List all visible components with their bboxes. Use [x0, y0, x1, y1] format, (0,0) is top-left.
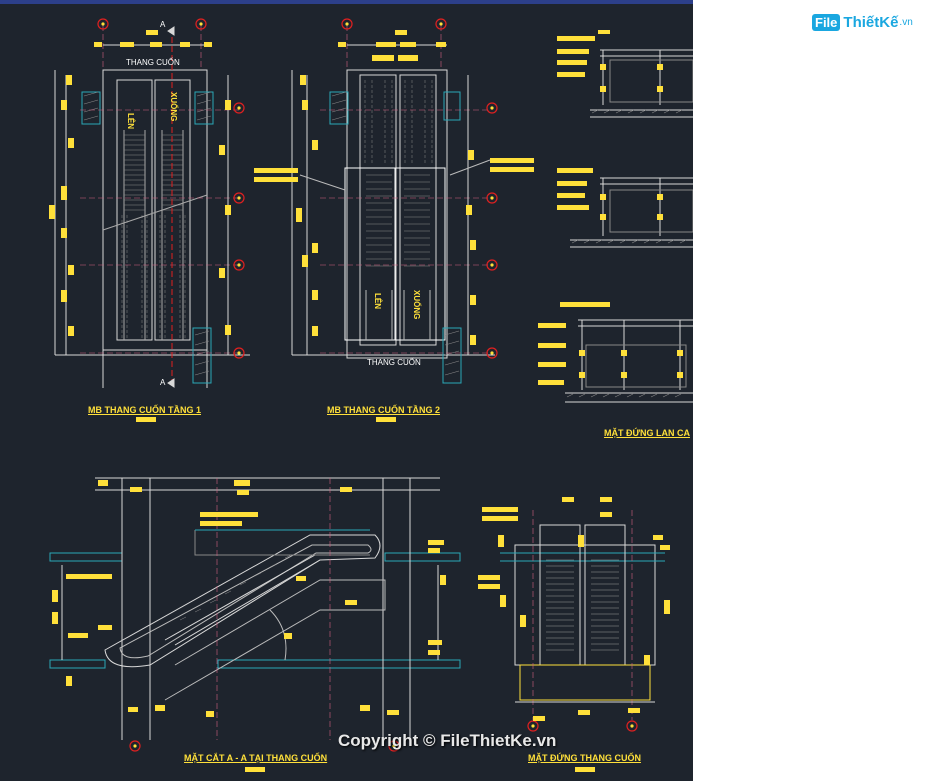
- escalator-elevation: [500, 510, 665, 720]
- caption-handrail-elevation: MẶT ĐỨNG LAN CA: [604, 428, 690, 438]
- cad-drawing: [0, 0, 693, 772]
- down-label-plan1: XUỐNG: [169, 92, 178, 122]
- up-label-plan2: LÊN: [373, 293, 382, 309]
- up-label-plan1: LÊN: [126, 113, 135, 129]
- escalator-label-plan1: THANG CUỐN: [126, 58, 180, 67]
- logo-domain: .vn: [899, 17, 913, 28]
- caption-section-a-a: MẶT CẮT A - A TẠI THANG CUỐN: [184, 753, 328, 763]
- section-mark-top: A: [160, 20, 166, 29]
- escalator-label-plan2: THANG CUỐN: [367, 358, 421, 367]
- copyright-watermark: Copyright © FileThietKe.vn: [338, 731, 557, 750]
- plan-floor-1: [54, 25, 250, 388]
- logo-name: ThiếtKế: [843, 14, 899, 31]
- section-mark-bottom: A: [160, 378, 166, 387]
- annotation-blocks: [49, 30, 670, 772]
- cad-drawing-canvas: THANG CUỐN THANG CUỐN LÊN XUỐNG LÊN XUỐN…: [0, 0, 693, 781]
- caption-plan-floor-2: MB THANG CUỐN TẦNG 2: [327, 405, 440, 415]
- caption-escalator-elevation: MẶT ĐỨNG THANG CUỐN: [528, 753, 641, 763]
- plan-floor-2: [291, 25, 495, 384]
- logo-box: File: [812, 14, 841, 31]
- caption-plan-floor-1: MB THANG CUỐN TẦNG 1: [88, 405, 201, 415]
- handrail-elevations: [565, 49, 693, 403]
- grid-bubbles: [97, 18, 638, 752]
- site-logo[interactable]: File ThiếtKế .vn: [812, 14, 913, 31]
- down-label-plan2: XUỐNG: [412, 290, 421, 320]
- section-a-a: [49, 477, 461, 740]
